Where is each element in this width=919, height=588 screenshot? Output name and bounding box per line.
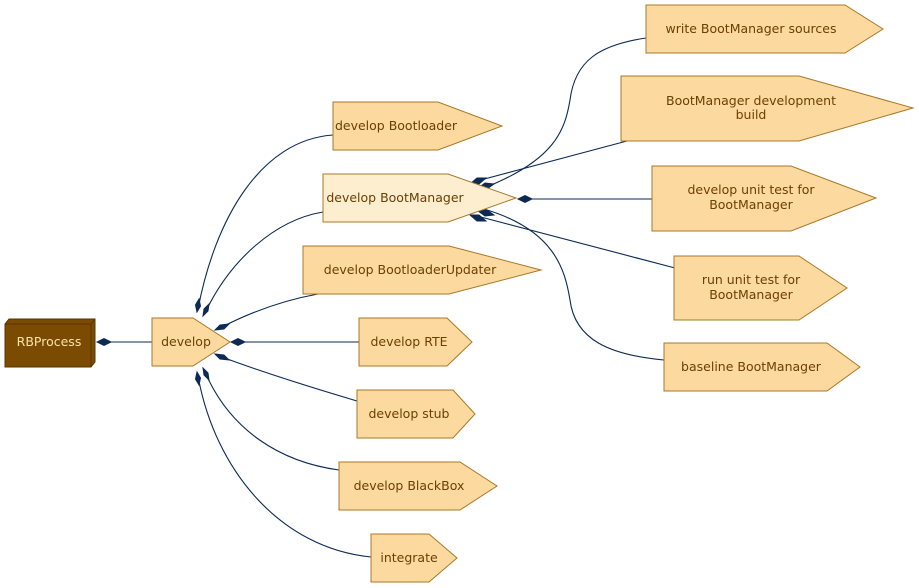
diamond-marker bbox=[468, 214, 488, 222]
diamond-marker bbox=[194, 370, 202, 387]
node-develop-stub-label: develop stub bbox=[368, 406, 449, 421]
diamond-marker bbox=[213, 353, 231, 361]
node-rbprocess-label: RBProcess bbox=[17, 334, 82, 349]
node-develop-stub-shape bbox=[356, 389, 476, 439]
edge-develop-stub bbox=[221, 356, 358, 402]
node-develop-blackbox-label: develop BlackBox bbox=[354, 478, 465, 493]
edges bbox=[104, 37, 676, 558]
node-develop[interactable]: develop bbox=[151, 317, 231, 367]
diamond-marker bbox=[202, 366, 210, 382]
node-run-unit-test-shape bbox=[673, 255, 848, 321]
edge-bootmanager-write bbox=[483, 37, 647, 189]
node-develop-bootloader-shape bbox=[332, 101, 504, 151]
edge-bootmanager-build bbox=[476, 140, 628, 182]
node-baseline-bootmanager-label: baseline BootManager bbox=[681, 359, 822, 374]
node-develop-bootmanager-shape bbox=[322, 173, 518, 223]
diamond-marker bbox=[202, 302, 210, 318]
node-develop-unit-test-line1: develop unit test for bbox=[687, 182, 815, 197]
node-rbprocess[interactable]: RBProcess bbox=[4, 318, 96, 368]
node-run-unit-test-line2: BootManager bbox=[709, 287, 793, 302]
node-integrate[interactable]: integrate bbox=[370, 533, 458, 583]
node-integrate-shape bbox=[370, 533, 458, 583]
node-rbprocess-shape bbox=[4, 318, 96, 368]
node-develop-bootmanager-label: develop BootManager bbox=[326, 190, 464, 205]
node-develop-stub[interactable]: develop stub bbox=[356, 389, 476, 439]
node-develop-bootloader[interactable]: develop Bootloader bbox=[332, 101, 504, 151]
edge-develop-blackbox bbox=[204, 371, 340, 471]
node-develop-bootloader-label: develop Bootloader bbox=[335, 118, 458, 133]
diamond-marker bbox=[213, 323, 231, 331]
node-develop-rte[interactable]: develop RTE bbox=[358, 317, 473, 367]
node-run-unit-test-line1: run unit test for bbox=[702, 272, 801, 287]
node-develop-blackbox[interactable]: develop BlackBox bbox=[338, 461, 498, 511]
node-develop-bootloaderupdater-label: develop BootloaderUpdater bbox=[324, 262, 497, 277]
node-develop-rte-shape bbox=[358, 317, 473, 367]
node-develop-bootmanager[interactable]: develop BootManager bbox=[322, 173, 518, 223]
node-bootmanager-development-build[interactable]: BootManager development build bbox=[620, 75, 915, 142]
diamond-marker bbox=[229, 337, 247, 347]
node-write-bootmanager-sources-shape bbox=[645, 4, 884, 54]
edge-develop-bootloaderupdater bbox=[221, 293, 319, 328]
node-integrate-label: integrate bbox=[380, 550, 438, 565]
edge-bootmanager-baseline bbox=[483, 208, 665, 361]
node-develop-bootloaderupdater-shape bbox=[302, 245, 543, 295]
edge-develop-bootloader bbox=[197, 134, 334, 310]
node-develop-unit-test-line2: BootManager bbox=[709, 197, 793, 212]
node-bootmanager-development-build-line2: build bbox=[736, 107, 767, 122]
node-write-bootmanager-sources[interactable]: write BootManager sources bbox=[645, 4, 884, 54]
node-baseline-bootmanager[interactable]: baseline BootManager bbox=[663, 342, 861, 392]
node-develop-bootloaderupdater[interactable]: develop BootloaderUpdater bbox=[302, 245, 543, 295]
node-write-bootmanager-sources-label: write BootManager sources bbox=[666, 21, 837, 36]
node-develop-shape bbox=[151, 317, 231, 367]
node-run-unit-test[interactable]: run unit test for BootManager bbox=[673, 255, 848, 321]
diamond-marker bbox=[476, 209, 496, 217]
node-develop-label: develop bbox=[161, 334, 211, 349]
composition-markers bbox=[95, 177, 534, 387]
node-baseline-bootmanager-shape bbox=[663, 342, 861, 392]
node-develop-rte-label: develop RTE bbox=[370, 334, 447, 349]
node-develop-blackbox-shape bbox=[338, 461, 498, 511]
edge-develop-integrate bbox=[197, 375, 372, 558]
edge-bootmanager-rununittest bbox=[476, 215, 676, 269]
node-bootmanager-development-build-line1: BootManager development bbox=[666, 93, 836, 108]
diamond-marker bbox=[516, 194, 534, 204]
edge-develop-bootmanager bbox=[204, 211, 324, 314]
node-develop-unit-test-shape bbox=[651, 165, 878, 232]
diamond-marker bbox=[194, 297, 202, 314]
node-bootmanager-development-build-shape bbox=[620, 75, 915, 142]
diamond-marker bbox=[95, 337, 113, 347]
node-develop-unit-test[interactable]: develop unit test for BootManager bbox=[651, 165, 878, 232]
node-rbprocess-depth bbox=[5, 318, 96, 367]
